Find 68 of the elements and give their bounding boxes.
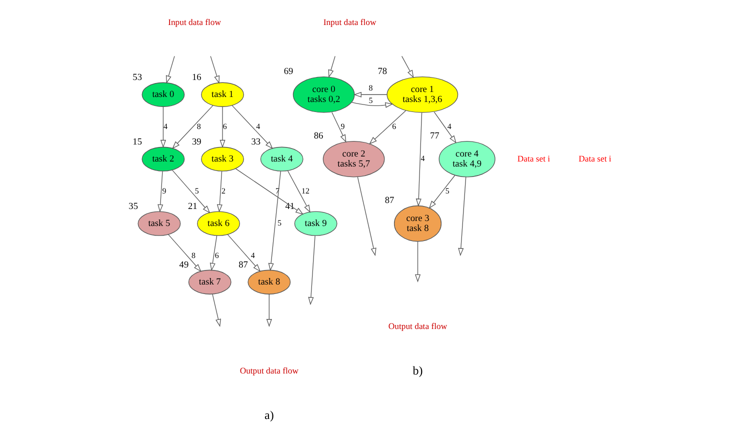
- node-ellipse: task 3: [200, 146, 244, 172]
- node-ellipse: core 1 tasks 1,3,6: [386, 76, 458, 113]
- arrow: [226, 234, 260, 272]
- arrow: [210, 56, 220, 84]
- label: Data set i: [516, 153, 550, 164]
- node-ellipse: core 4 task 4,9: [438, 140, 495, 178]
- node-ellipse: core 3 task 8: [393, 205, 442, 242]
- label: Data set i: [578, 153, 611, 164]
- node-label: 35: [128, 202, 138, 212]
- node-ellipse: task 7: [188, 270, 231, 294]
- label: Input data flow: [168, 17, 220, 28]
- node-label: 87: [384, 196, 394, 206]
- arrow: [157, 171, 163, 212]
- label: Input data flow: [322, 17, 376, 28]
- arrow: [172, 105, 213, 150]
- node-ellipse: task 5: [137, 211, 180, 236]
- node-ellipse: core 2 tasks 5,7: [322, 140, 384, 178]
- node-label: 87: [238, 260, 248, 271]
- label: a): [264, 408, 274, 422]
- arrow: [167, 234, 201, 272]
- node-ellipse: task 9: [294, 211, 337, 236]
- node-label: 86: [313, 132, 323, 142]
- arrow: [172, 170, 210, 214]
- arrow: [231, 105, 272, 150]
- arrow: [328, 56, 335, 78]
- arrow: [209, 235, 217, 271]
- arrow: [286, 170, 310, 213]
- node-ellipse: task 0: [141, 82, 184, 107]
- arrow: [160, 106, 166, 148]
- arrow: [234, 168, 304, 215]
- arrow: [331, 112, 346, 143]
- node-label: 53: [132, 73, 142, 84]
- node-ellipse: task 2: [141, 146, 184, 172]
- node-ellipse: task 1: [200, 82, 244, 107]
- node-label: 69: [283, 67, 293, 78]
- node-ellipse: core 0 tasks 0,2: [292, 76, 354, 113]
- node-label: 16: [191, 73, 201, 84]
- node-label: 21: [187, 202, 197, 212]
- node-label: 77: [429, 132, 439, 142]
- arrow: [165, 56, 174, 84]
- arrow: [368, 110, 406, 144]
- arrow: [212, 294, 220, 328]
- node-label: 78: [377, 67, 387, 78]
- arrow: [401, 56, 414, 78]
- node-label: 15: [132, 138, 142, 148]
- arrow: [356, 176, 376, 256]
- arrow: [268, 170, 280, 272]
- arrow: [415, 112, 422, 207]
- node-ellipse: task 6: [196, 211, 240, 236]
- node-ellipse: task 8: [247, 270, 290, 294]
- arrow: [216, 171, 222, 212]
- node-label: 41: [284, 202, 294, 212]
- label: Output data flow: [388, 321, 447, 332]
- node-ellipse: task 4: [260, 146, 303, 172]
- arrow: [219, 106, 225, 148]
- arrow: [458, 176, 466, 256]
- node-label: 39: [191, 138, 201, 148]
- label: b): [412, 363, 422, 378]
- arrow: [414, 241, 420, 282]
- arrow: [428, 175, 455, 209]
- arrow: [308, 235, 315, 306]
- arrow: [352, 92, 387, 98]
- label: Output data flow: [239, 366, 298, 376]
- node-label: 33: [250, 138, 260, 148]
- arrow: [350, 102, 393, 108]
- node-label: 49: [178, 260, 188, 271]
- arrow: [266, 294, 272, 328]
- arrow: [433, 112, 456, 144]
